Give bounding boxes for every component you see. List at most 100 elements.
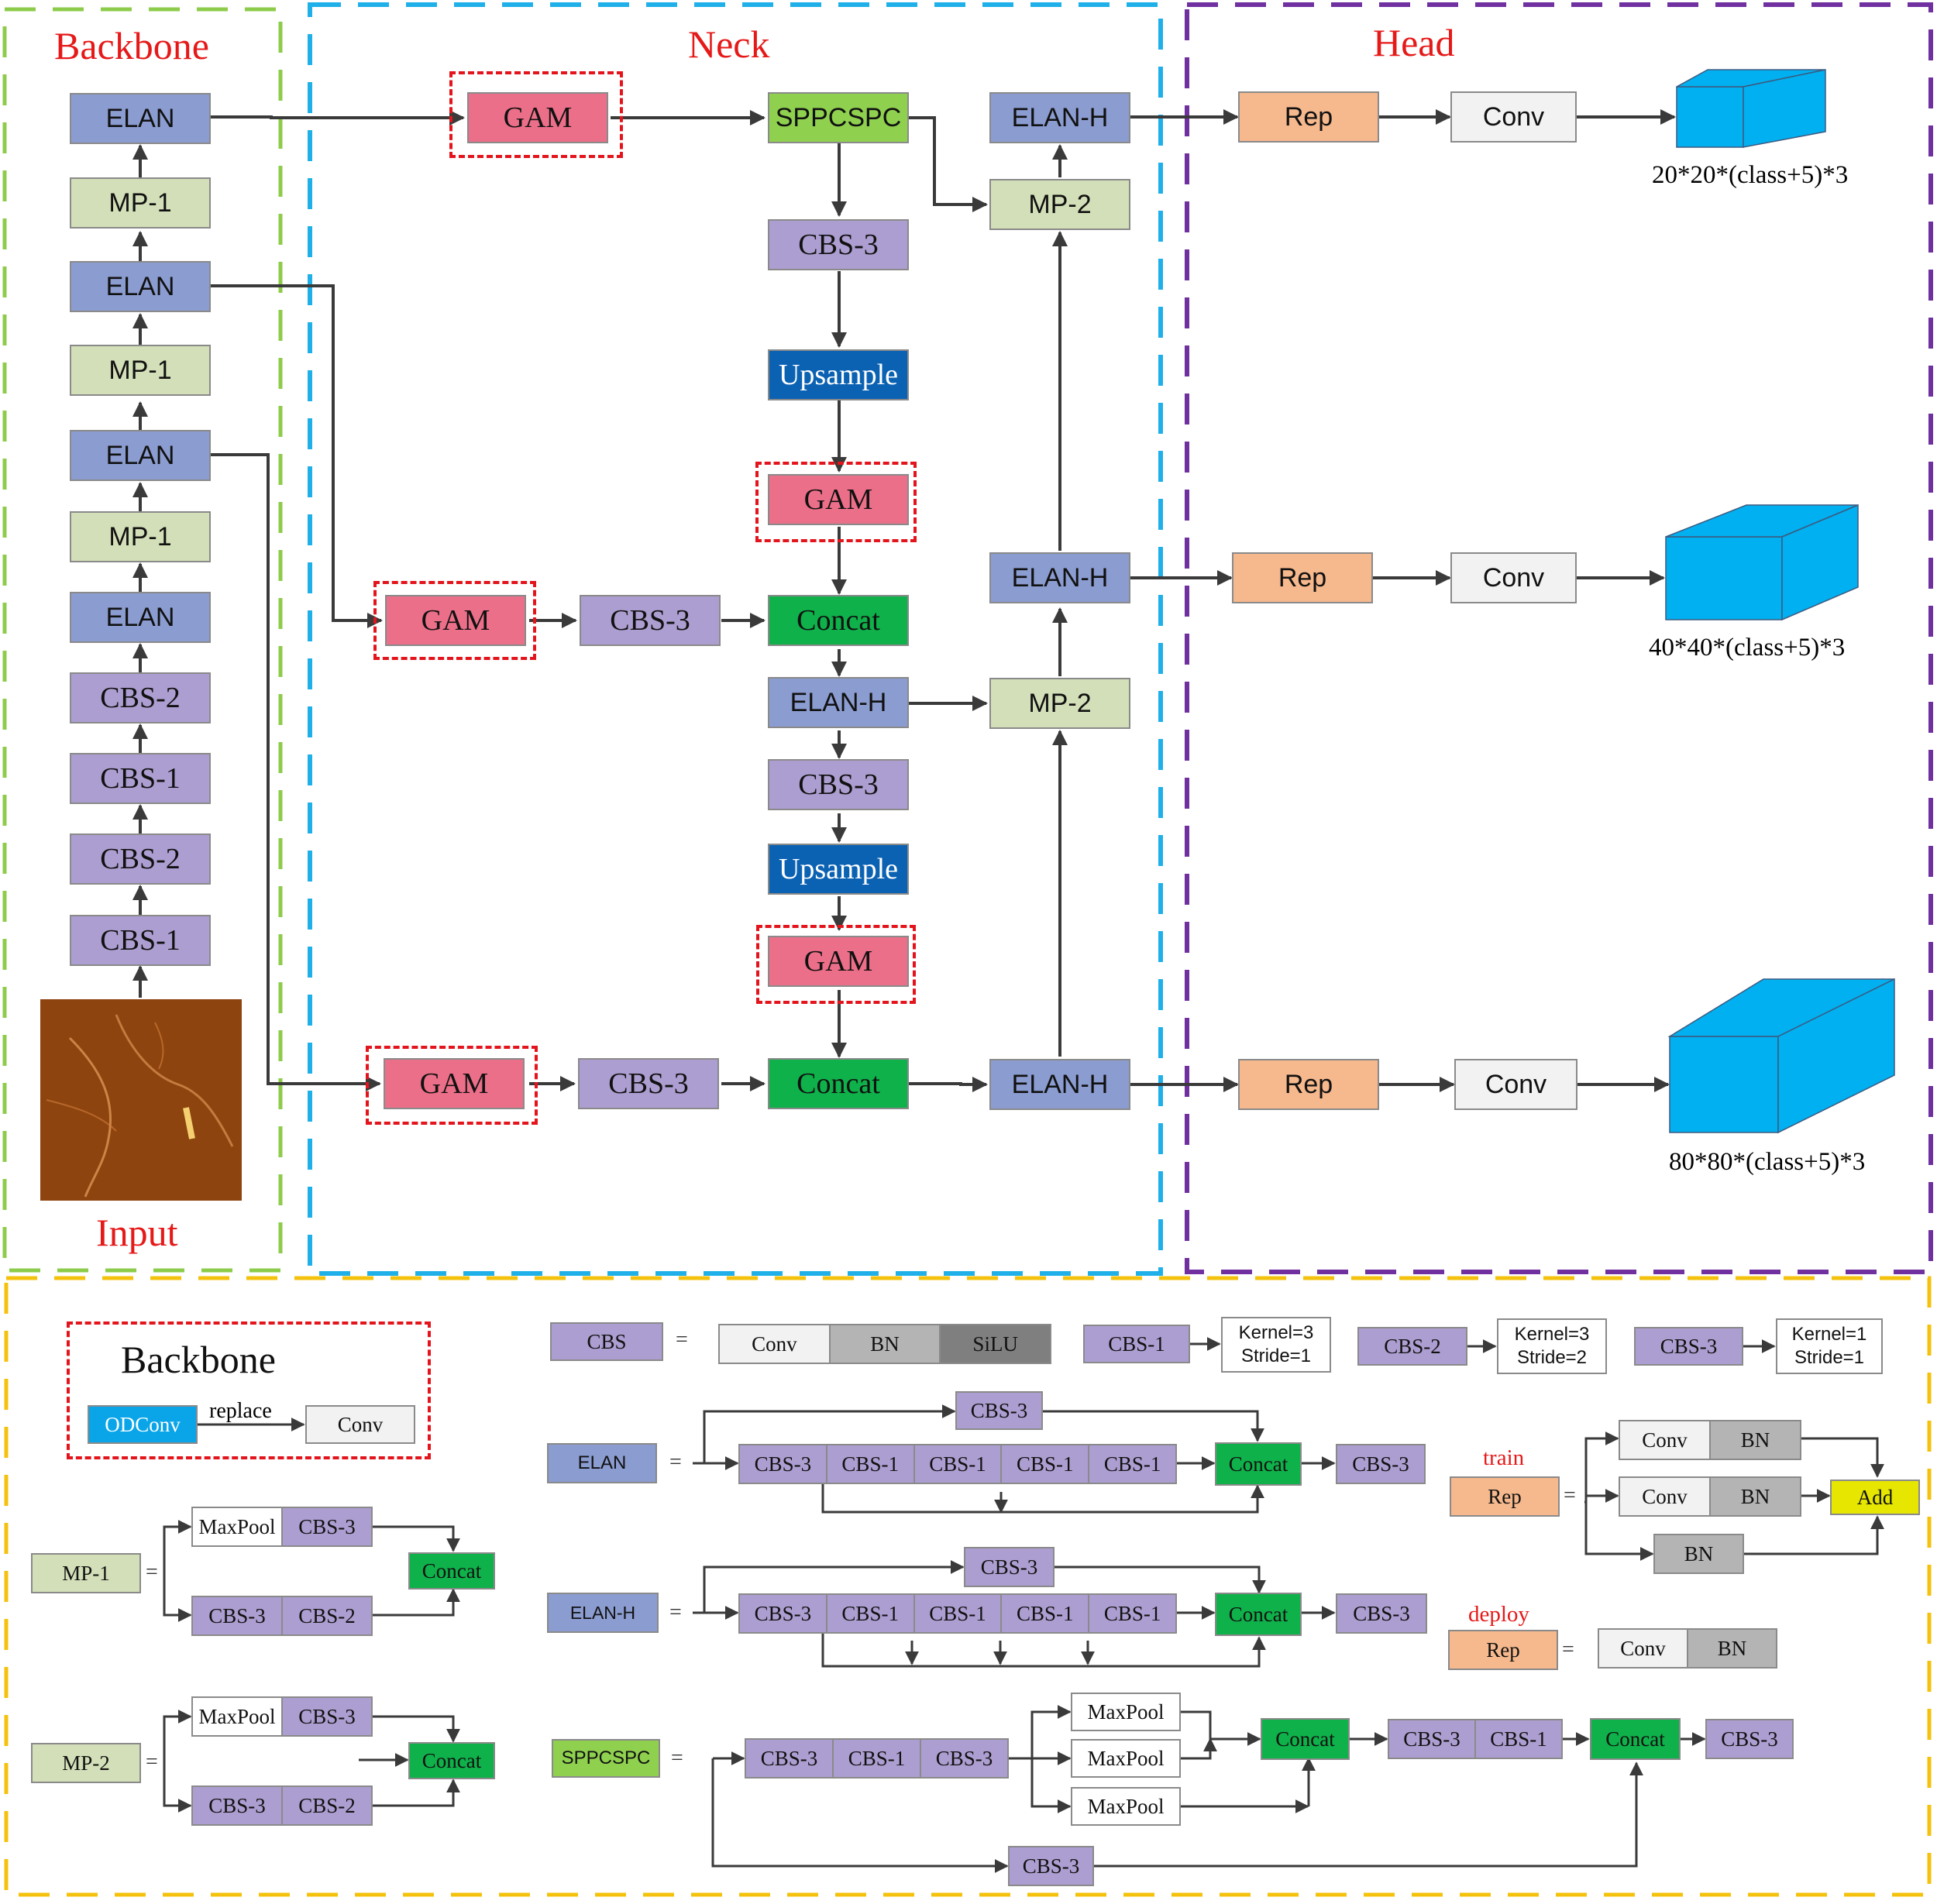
backbone-elan-4: ELAN xyxy=(70,93,211,144)
legend-rep-branch1-bn: BN xyxy=(1711,1420,1801,1460)
legend-elan-chain: CBS-3 CBS-1 CBS-1 CBS-1 CBS-1 xyxy=(738,1444,1177,1484)
legend-mp2-bottom-branch: CBS-3 CBS-2 xyxy=(191,1785,373,1826)
legend-rep-deploy: Rep xyxy=(1448,1630,1558,1670)
legend-rep-train-eq: = xyxy=(1564,1483,1576,1507)
legend-rep-branch-1: Conv BN xyxy=(1619,1420,1801,1460)
legend-cbs: CBS xyxy=(550,1322,663,1361)
gam-highlight-5 xyxy=(366,1046,538,1125)
neck-gam-4: GAM xyxy=(768,936,909,987)
legend-rep-branch-2: Conv BN xyxy=(1619,1476,1801,1517)
legend-elanh-cbs1-a: CBS-1 xyxy=(827,1593,915,1634)
legend-rep-branch2-conv: Conv xyxy=(1619,1476,1711,1517)
legend-elan-cbs1-b: CBS-1 xyxy=(914,1444,1003,1484)
gam-highlight-2 xyxy=(755,462,917,542)
head-section-title: Head xyxy=(1373,21,1455,64)
legend-cbs2: CBS-2 xyxy=(1357,1327,1467,1366)
legend-elan-out-cbs3: CBS-3 xyxy=(1336,1444,1426,1484)
head-conv-3: Conv xyxy=(1454,1059,1577,1110)
legend-cbs2-params: Kernel=3 Stride=2 xyxy=(1497,1318,1607,1374)
legend-rep-deploy-sequence: Conv BN xyxy=(1598,1628,1777,1669)
legend-sppcspc: SPPCSPC xyxy=(552,1739,660,1778)
legend-elanh-chain: CBS-3 CBS-1 CBS-1 CBS-1 CBS-1 xyxy=(738,1593,1177,1634)
neck-concat-1: Concat xyxy=(768,595,909,646)
head-output-label-2: 40*40*(class+5)*3 xyxy=(1649,634,1846,662)
neck-cbs3-2: CBS-3 xyxy=(580,595,721,646)
legend-rep-train-label: train xyxy=(1483,1445,1525,1470)
legend-rep-deploy-bn: BN xyxy=(1688,1628,1777,1669)
neck-mp2-mid: MP-2 xyxy=(989,678,1130,729)
legend-cbs2-kernel: Kernel=3 xyxy=(1514,1324,1590,1345)
legend-sppcspc-concat-2: Concat xyxy=(1590,1718,1681,1760)
neck-mp2-top: MP-2 xyxy=(989,179,1130,230)
neck-frame xyxy=(308,2,1163,1276)
legend-rep-deploy-label: deploy xyxy=(1468,1602,1529,1627)
legend-cbs-conv: Conv xyxy=(718,1324,831,1364)
backbone-cbs1-2: CBS-1 xyxy=(70,753,211,804)
legend-cbs1: CBS-1 xyxy=(1083,1325,1190,1363)
backbone-elan-3: ELAN xyxy=(70,261,211,312)
neck-elanh-bottom: ELAN-H xyxy=(989,1059,1130,1110)
legend-elanh-cbs1-c: CBS-1 xyxy=(1002,1593,1090,1634)
backbone-cbs2-1: CBS-2 xyxy=(70,833,211,885)
backbone-cbs1-1: CBS-1 xyxy=(70,915,211,966)
legend-rep-add: Add xyxy=(1830,1480,1920,1515)
legend-backbone-box xyxy=(67,1321,431,1459)
legend-elan-concat: Concat xyxy=(1215,1442,1302,1486)
legend-mp1-bottom-branch: CBS-3 CBS-2 xyxy=(191,1596,373,1636)
head-rep-2: Rep xyxy=(1232,552,1373,603)
legend-elanh-cbs3: CBS-3 xyxy=(738,1593,827,1634)
legend-mp1-concat: Concat xyxy=(408,1552,495,1590)
legend-sppcspc-maxpool-2: MaxPool xyxy=(1071,1739,1181,1778)
legend-elan-cbs1-a: CBS-1 xyxy=(827,1444,915,1484)
legend-elan-cbs3: CBS-3 xyxy=(738,1444,827,1484)
legend-sppcspc-cbs3-b: CBS-3 xyxy=(921,1738,1009,1779)
gam-highlight-1 xyxy=(449,71,623,158)
gam-highlight-3 xyxy=(373,581,536,660)
legend-elan-side-cbs3: CBS-3 xyxy=(955,1391,1043,1430)
legend-mp1-top-branch: MaxPool CBS-3 xyxy=(191,1507,373,1547)
legend-mp1-bottom-cbs2: CBS-2 xyxy=(283,1596,373,1636)
legend-elan: ELAN xyxy=(547,1443,657,1483)
legend-rep-deploy-eq: = xyxy=(1562,1638,1574,1662)
legend-elanh-side-cbs3: CBS-3 xyxy=(964,1547,1055,1587)
legend-replace-label: replace xyxy=(209,1399,272,1423)
neck-elanh-top: ELAN-H xyxy=(989,92,1130,143)
head-output-label-3: 80*80*(class+5)*3 xyxy=(1669,1148,1866,1176)
head-conv-1: Conv xyxy=(1450,91,1577,143)
legend-odconv: ODConv xyxy=(88,1405,198,1444)
legend-cbs3-kernel: Kernel=1 xyxy=(1791,1324,1867,1345)
legend-replace-conv: Conv xyxy=(305,1405,415,1444)
output-cube-40 xyxy=(1665,503,1859,621)
neck-elanh-mid: ELAN-H xyxy=(989,552,1130,603)
output-cube-20 xyxy=(1676,69,1826,148)
legend-mp1: MP-1 xyxy=(31,1553,141,1593)
backbone-mp1-1: MP-1 xyxy=(70,511,211,562)
legend-cbs3-params: Kernel=1 Stride=1 xyxy=(1776,1318,1883,1374)
legend-mp1-top-cbs3: CBS-3 xyxy=(283,1507,373,1547)
legend-mp1-bottom-cbs3: CBS-3 xyxy=(191,1596,283,1636)
legend-mp2-concat: Concat xyxy=(408,1742,495,1779)
output-cube-80 xyxy=(1667,978,1895,1134)
legend-frame xyxy=(4,1276,1932,1897)
input-image xyxy=(40,999,242,1201)
legend-cbs1-stride: Stride=1 xyxy=(1240,1346,1312,1366)
legend-rep-branch1-conv: Conv xyxy=(1619,1420,1711,1460)
backbone-mp1-3: MP-1 xyxy=(70,177,211,229)
head-rep-1: Rep xyxy=(1238,91,1379,143)
legend-cbs2-stride: Stride=2 xyxy=(1516,1347,1588,1368)
head-conv-2: Conv xyxy=(1450,552,1577,603)
backbone-elan-1: ELAN xyxy=(70,592,211,643)
legend-elan-cbs1-c: CBS-1 xyxy=(1002,1444,1090,1484)
backbone-elan-2: ELAN xyxy=(70,430,211,481)
neck-elanh-1: ELAN-H xyxy=(768,677,909,728)
neck-sppcspc: SPPCSPC xyxy=(768,92,909,143)
head-output-label-1: 20*20*(class+5)*3 xyxy=(1652,161,1849,189)
legend-mp2-bottom-cbs3: CBS-3 xyxy=(191,1785,283,1826)
backbone-section-title: Backbone xyxy=(54,24,209,67)
legend-sppcspc-eq: = xyxy=(671,1746,683,1770)
legend-sppcspc-out-cbs3: CBS-3 xyxy=(1705,1719,1794,1759)
legend-elanh-concat: Concat xyxy=(1215,1593,1302,1636)
legend-rep-branch2-bn: BN xyxy=(1711,1476,1801,1517)
